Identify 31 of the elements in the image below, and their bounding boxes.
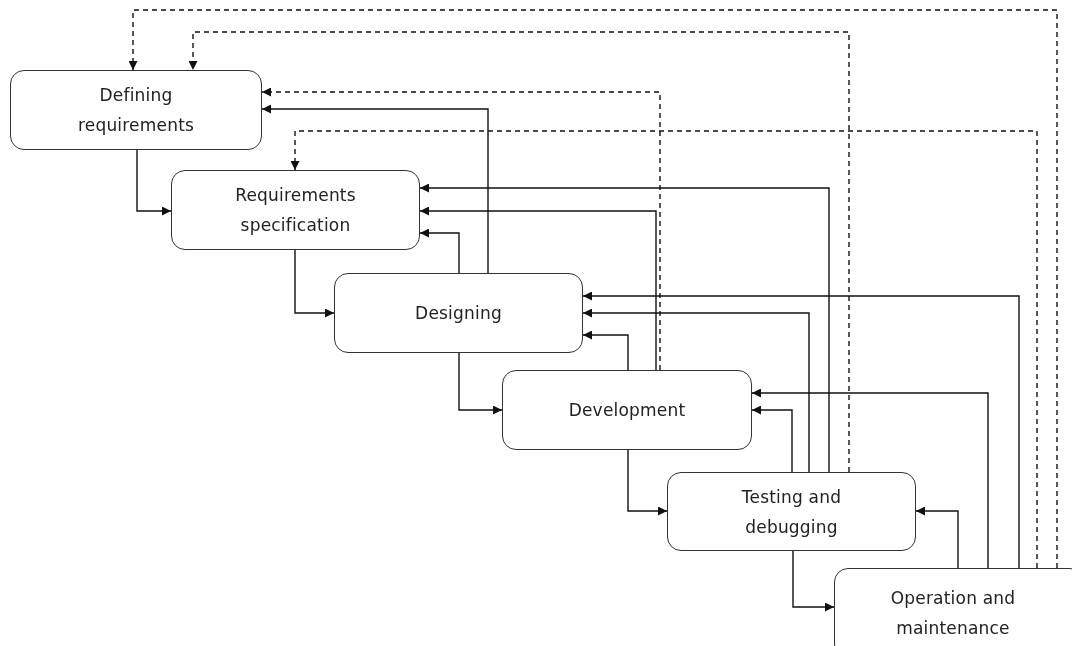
process-box (10, 70, 262, 150)
arrow (915, 506, 959, 569)
arrow (419, 228, 460, 274)
step-label: Operation and maintenance (889, 587, 1017, 640)
step-label: Development (568, 399, 686, 422)
arrow (188, 31, 850, 473)
arrow (290, 130, 1038, 569)
arrow (582, 330, 629, 371)
arrow (582, 291, 1020, 569)
arrow (582, 308, 810, 473)
arrow (458, 352, 503, 415)
arrow (128, 9, 1058, 569)
arrow (294, 249, 335, 318)
arrow (419, 183, 830, 473)
arrow (751, 388, 989, 569)
process-box (667, 472, 916, 551)
step-label: Defining requirements (76, 84, 196, 137)
arrow (792, 550, 835, 612)
arrow (419, 206, 657, 371)
process-box (502, 370, 752, 450)
arrow (751, 405, 793, 473)
process-box (834, 568, 1072, 646)
arrow (627, 449, 668, 516)
arrow (261, 87, 661, 371)
arrow (261, 104, 489, 274)
step-label: Designing (415, 302, 502, 325)
step-label: Requirements specification (234, 184, 357, 237)
process-box (334, 273, 583, 353)
process-box (171, 170, 420, 250)
arrow (136, 149, 172, 216)
step-label: Testing and debugging (740, 485, 843, 539)
